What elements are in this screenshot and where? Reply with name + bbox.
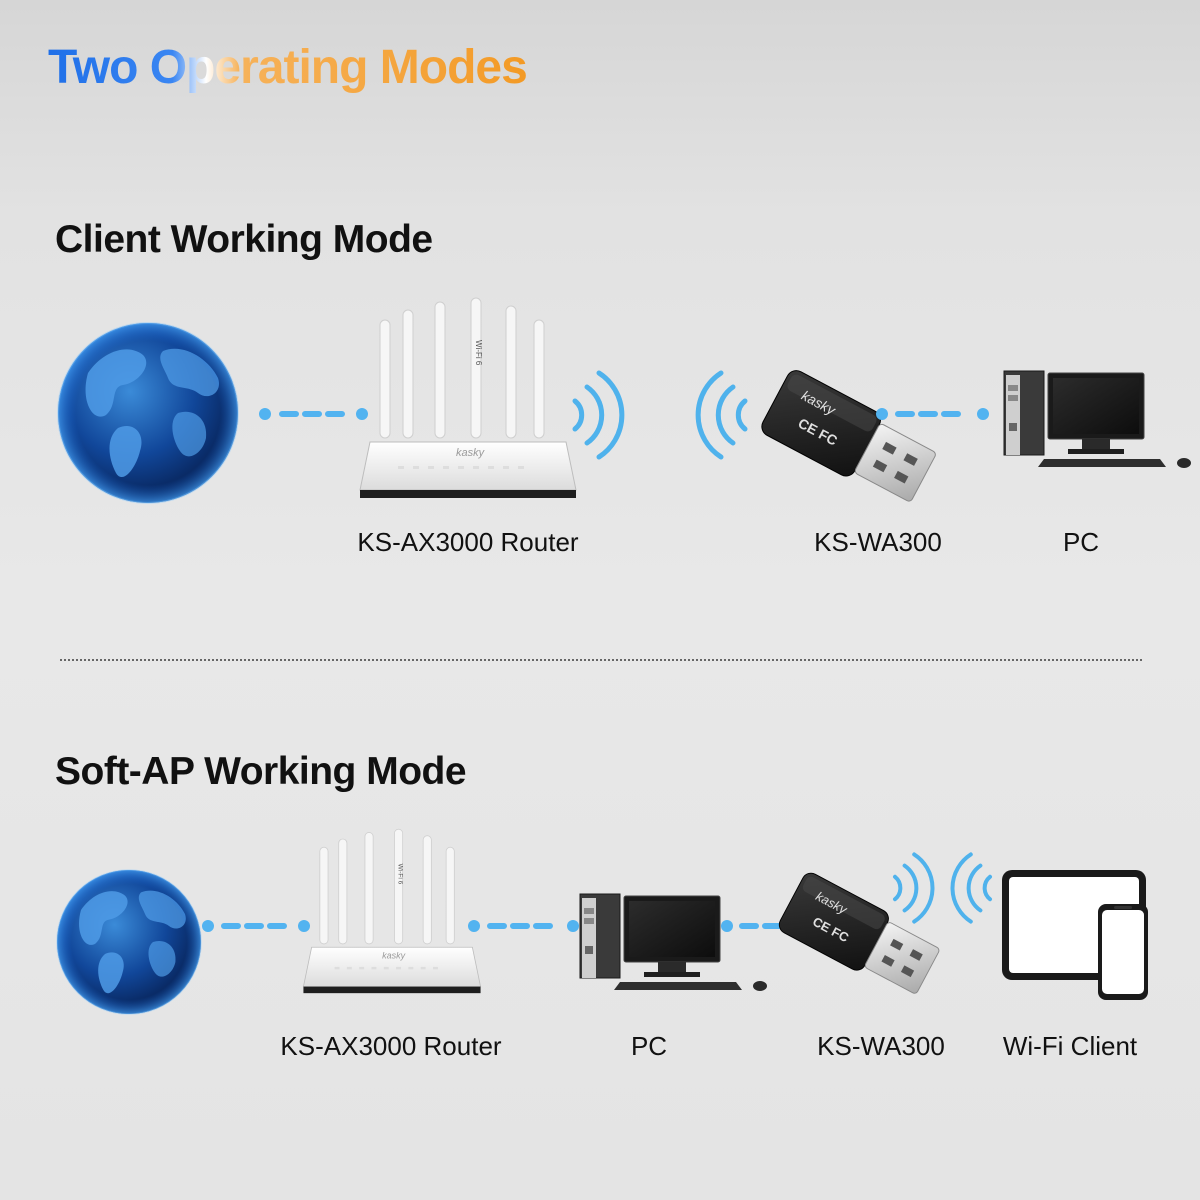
client-mode-title: Client Working Mode <box>55 218 433 261</box>
router-icon <box>359 297 577 499</box>
dashed-link <box>259 408 368 420</box>
usb-adapter-icon <box>757 366 941 511</box>
phone-icon <box>1098 904 1148 1000</box>
client-pc-label: PC <box>1062 527 1100 557</box>
softap-mode-title: Soft-AP Working Mode <box>55 750 467 793</box>
softap-pc-label: PC <box>630 1031 668 1061</box>
wifi-waves-icon <box>575 373 622 457</box>
page-title: Two Operating Modes <box>48 41 528 94</box>
softap-router-label: KS-AX3000 Router <box>280 1031 502 1061</box>
softap-adapter-label: KS-WA300 <box>817 1031 945 1061</box>
desktop-pc-icon <box>579 893 768 992</box>
dashed-link <box>876 408 989 420</box>
wifi-waves-icon <box>698 373 745 457</box>
section-divider <box>60 659 1142 661</box>
globe-icon <box>56 869 202 1015</box>
dashed-link <box>202 920 310 932</box>
softap-client-label: Wi-Fi Client <box>1002 1031 1138 1061</box>
client-adapter-label: KS-WA300 <box>814 527 942 557</box>
router-icon <box>303 828 481 994</box>
usb-adapter-icon <box>775 869 945 1002</box>
globe-icon <box>57 322 239 504</box>
wifi-waves-icon <box>953 854 990 921</box>
wifi-waves-icon <box>895 854 932 921</box>
desktop-pc-icon <box>1003 370 1192 469</box>
dashed-link <box>468 920 579 932</box>
client-router-label: KS-AX3000 Router <box>357 527 579 557</box>
